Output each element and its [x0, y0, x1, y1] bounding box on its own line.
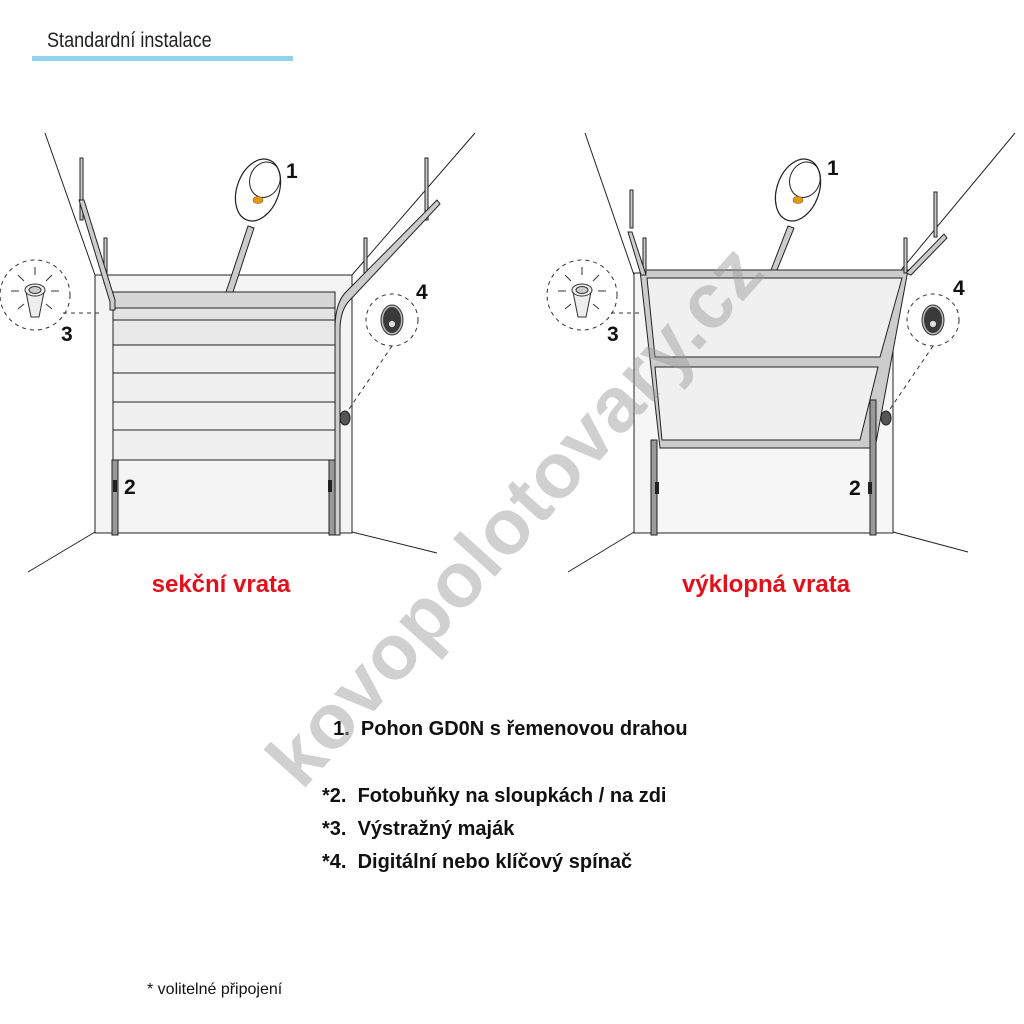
- label-opener: 1: [286, 160, 298, 183]
- footnote: * volitelné připojení: [147, 981, 283, 998]
- legend-item-4: *4. Digitální nebo klíčový spínač: [322, 851, 633, 873]
- label-opener: 1: [827, 157, 839, 180]
- legend-item-2: *2. Fotobuňky na sloupkách / na zdi: [322, 785, 667, 807]
- label-key-switch: 4: [416, 281, 428, 304]
- legend-item-1: 1. Pohon GD0N s řemenovou drahou: [322, 718, 688, 740]
- caption-sectional-door: sekční vrata: [151, 571, 291, 598]
- label-key-switch: 4: [953, 277, 965, 300]
- label-photocells: 2: [849, 477, 861, 500]
- sectional-door-diagram: 1 2 3 4: [0, 132, 476, 573]
- label-warning-light: 3: [607, 323, 619, 346]
- header-underline: [32, 56, 293, 61]
- label-photocells: 2: [124, 476, 136, 499]
- legend-item-3: *3. Výstražný maják: [322, 818, 515, 840]
- page-header-title: Standardní instalace: [47, 29, 212, 52]
- tilting-door-diagram: 1 2 3 4: [546, 132, 1016, 573]
- label-warning-light: 3: [61, 323, 73, 346]
- caption-tilting-door: výklopná vrata: [681, 571, 851, 598]
